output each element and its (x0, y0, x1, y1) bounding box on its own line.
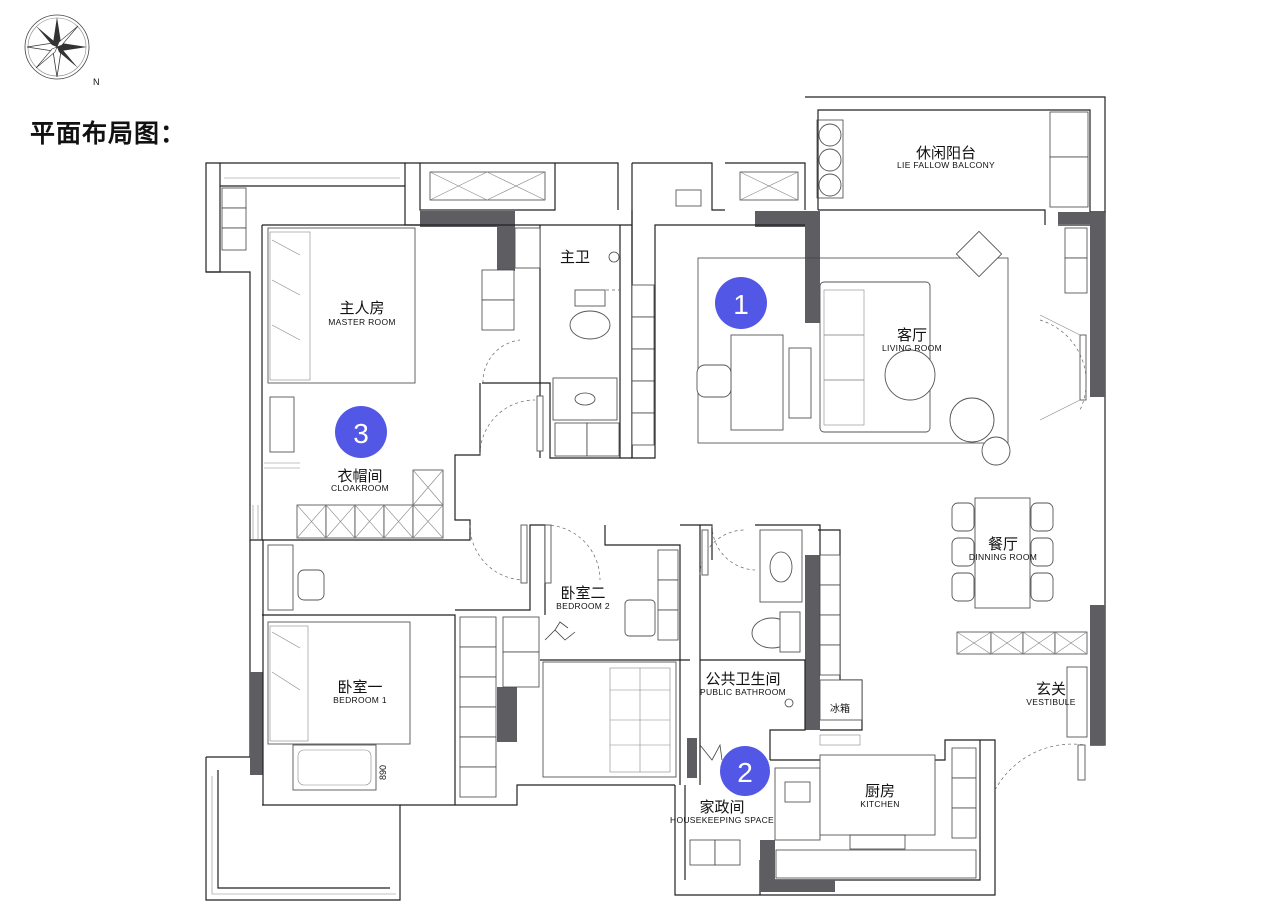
structural-walls (250, 211, 1105, 892)
living-room-label-en: LIVING ROOM (882, 343, 942, 353)
svg-text:2: 2 (737, 757, 753, 788)
compass-icon: N (24, 14, 100, 87)
balcony-label-en: LIE FALLOW BALCONY (897, 160, 995, 170)
marker-3: 3 (335, 406, 387, 458)
public-bathroom-label-en: PUBLIC BATHROOM (700, 687, 786, 697)
master-bath-label: 主卫 (560, 248, 590, 266)
svg-text:3: 3 (353, 418, 369, 449)
room-labels: 休闲阳台 LIE FALLOW BALCONY 主卫 主人房 MASTER RO… (328, 144, 1075, 825)
dining-room-label: 餐厅 (988, 535, 1018, 553)
interior-walls (261, 210, 980, 805)
compass-north-label: N (93, 77, 100, 87)
kitchen-label: 厨房 (865, 782, 895, 800)
housekeeping-label-en: HOUSEKEEPING SPACE (670, 815, 774, 825)
bedroom-1-label-en: BEDROOM 1 (333, 695, 387, 705)
windows (211, 171, 799, 895)
kitchen-label-en: KITCHEN (860, 799, 899, 809)
furniture (267, 119, 1088, 850)
doors (252, 289, 1087, 791)
public-bathroom-label: 公共卫生间 (705, 670, 780, 688)
balcony-label: 休闲阳台 (916, 144, 976, 162)
living-room-label: 客厅 (897, 326, 927, 344)
bedroom-2-label: 卧室二 (560, 584, 605, 602)
master-room-label-en: MASTER ROOM (328, 317, 396, 327)
master-room-label: 主人房 (339, 299, 384, 317)
bath-dimension-label: 890 (378, 765, 388, 780)
svg-text:1: 1 (733, 289, 749, 320)
marker-1: 1 (715, 277, 767, 329)
housekeeping-label: 家政间 (699, 798, 744, 816)
location-markers: 1 2 3 (335, 277, 770, 796)
cabinets (221, 111, 1089, 879)
cloakroom-label: 衣帽间 (337, 467, 382, 485)
bedroom-2-label-en: BEDROOM 2 (556, 601, 610, 611)
marker-2: 2 (720, 746, 770, 796)
page-title: 平面布局图： (30, 119, 187, 148)
vestibule-label-en: VESTIBULE (1026, 697, 1075, 707)
fridge-label: 冰箱 (830, 702, 850, 715)
cloakroom-label-en: CLOAKROOM (331, 483, 389, 493)
dining-room-label-en: DINNING ROOM (969, 552, 1037, 562)
bedroom-1-label: 卧室一 (337, 678, 382, 696)
vestibule-label: 玄关 (1036, 680, 1066, 698)
